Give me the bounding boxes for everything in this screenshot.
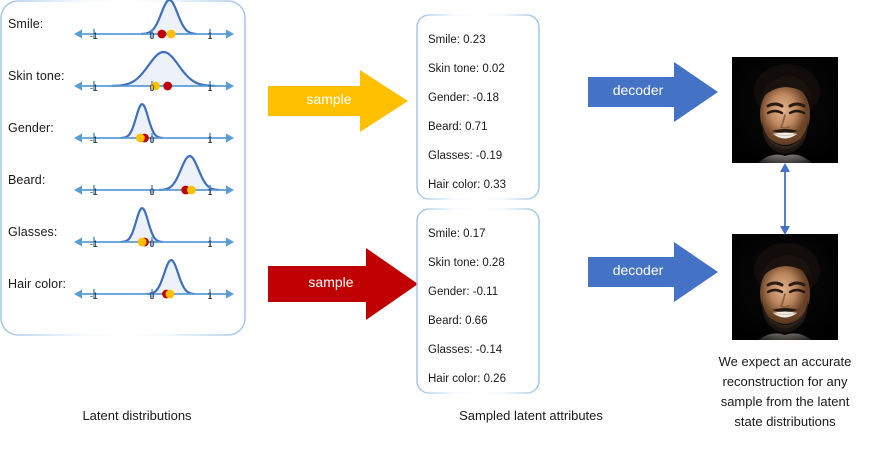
attr-box-top-bracket	[416, 14, 540, 200]
decoder-arrow-bottom[interactable]: decoder	[588, 242, 718, 302]
latent-row-label: Glasses:	[8, 225, 58, 239]
attribute-item: Gender: -0.18	[428, 92, 499, 104]
axis-tick-label: -1	[89, 135, 99, 145]
sample-arrow-top[interactable]: sample	[268, 70, 408, 132]
axis-tick-label: 0	[149, 187, 155, 197]
attribute-item: Smile: 0.23	[428, 34, 486, 46]
axis-tick-label: 1	[207, 239, 213, 249]
attribute-item: Skin tone: 0.02	[428, 63, 505, 75]
axis-tick-label: -1	[89, 239, 99, 249]
attribute-item: Beard: 0.71	[428, 121, 488, 133]
axis-tick-label: -1	[89, 187, 99, 197]
reconstruction-match-arrow	[778, 163, 792, 235]
latent-row: Hair color: -1 0 1	[0, 258, 246, 312]
latent-axis: -1 0 1	[68, 98, 240, 158]
axis-tick-label: 1	[207, 187, 213, 197]
latent-axis: -1 0 1	[68, 46, 240, 106]
reconstruction-caption-line-1: We expect an accurate	[718, 354, 852, 369]
axis-tick-label: 1	[207, 291, 213, 301]
latent-row-label: Gender:	[8, 121, 54, 135]
sample-arrow-bottom[interactable]: sample	[268, 248, 418, 320]
latent-row: Gender: -1 0 1	[0, 103, 246, 156]
attribute-item: Beard: 0.66	[428, 315, 488, 327]
axis-tick-label: 1	[207, 83, 213, 93]
attr-box-bottom-bracket	[416, 208, 540, 394]
output-face-bottom	[732, 234, 838, 340]
axis-tick-label: 0	[149, 291, 155, 301]
axis-tick-label: 0	[149, 135, 155, 145]
latent-row: Glasses: -1 0 1	[0, 207, 246, 260]
attribute-item: Hair color: 0.33	[428, 179, 506, 191]
latent-panel-bracket	[0, 0, 246, 336]
attribute-item: Smile: 0.17	[428, 228, 486, 240]
attribute-item: Glasses: -0.19	[428, 150, 503, 162]
axis-tick-label: 0	[149, 31, 155, 41]
axis-tick-label: 1	[207, 135, 213, 145]
reconstruction-caption: We expect an accurate reconstruction for…	[676, 352, 878, 432]
reconstruction-caption-line-3: sample from the latent	[720, 394, 850, 409]
latent-row-label: Smile:	[8, 17, 44, 31]
latent-axis: -1 0 1	[68, 0, 240, 54]
attribute-item: Gender: -0.11	[428, 286, 499, 298]
axis-tick-label: -1	[89, 83, 99, 93]
attribute-item: Glasses: -0.14	[428, 344, 503, 356]
latent-row: Beard: -1 0 1	[0, 154, 246, 208]
latent-panel-caption: Latent distributions	[82, 408, 192, 423]
reconstruction-caption-line-2: reconstruction for any	[722, 374, 848, 389]
latent-row-label: Hair color:	[8, 277, 67, 291]
axis-tick-label: -1	[89, 291, 99, 301]
latent-axis: -1 0 1	[68, 150, 240, 210]
latent-row-label: Skin tone:	[8, 69, 65, 83]
axis-tick-label: -1	[89, 31, 99, 41]
axis-tick-label: 1	[207, 31, 213, 41]
reconstruction-caption-line-4: state distributions	[734, 414, 836, 429]
latent-axis: -1 0 1	[68, 202, 240, 262]
latent-axis: -1 0 1	[68, 254, 240, 314]
latent-row: Smile: -1 0 1	[0, 0, 246, 52]
decoder-arrow-top[interactable]: decoder	[588, 62, 718, 122]
axis-tick-label: 0	[149, 83, 155, 93]
attribute-item: Hair color: 0.26	[428, 373, 506, 385]
attributes-caption: Sampled latent attributes	[459, 408, 603, 423]
attribute-item: Skin tone: 0.28	[428, 257, 505, 269]
latent-row-label: Beard:	[8, 173, 46, 187]
axis-tick-label: 0	[149, 239, 155, 249]
latent-row: Skin tone: -1 0 1	[0, 50, 246, 104]
output-face-top	[732, 57, 838, 163]
